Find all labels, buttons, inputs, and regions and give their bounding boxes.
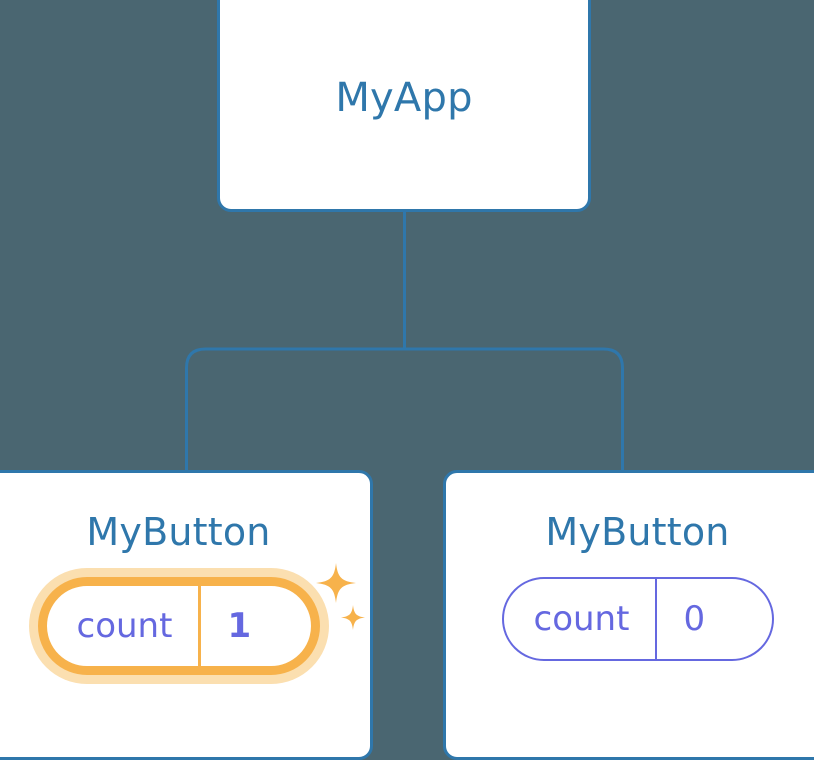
node-card-root[interactable]: MyApp — [217, 0, 591, 212]
state-pill-wrapper-child-2: count 0 — [501, 577, 774, 661]
node-title-child-2: MyButton — [545, 510, 730, 554]
sparkle-small-icon — [340, 605, 365, 630]
state-pill-wrapper-child-1: count 1 — [37, 563, 365, 675]
state-value-child-1: 1 — [198, 586, 281, 666]
state-key-child-1: count — [76, 606, 173, 646]
node-title-root: MyApp — [335, 75, 473, 121]
node-card-child-2[interactable]: MyButton count 0 — [443, 470, 814, 760]
connector-branch — [185, 347, 624, 472]
node-title-child-1: MyButton — [86, 510, 271, 554]
state-key-child-2: count — [533, 599, 630, 639]
state-value-child-2: 0 — [655, 579, 735, 659]
sparkle-large-icon — [315, 563, 356, 603]
node-card-child-1[interactable]: MyButton count 1 — [0, 470, 373, 760]
state-pill-child-1[interactable]: count 1 — [37, 577, 320, 675]
state-pill-child-2[interactable]: count 0 — [501, 577, 774, 661]
